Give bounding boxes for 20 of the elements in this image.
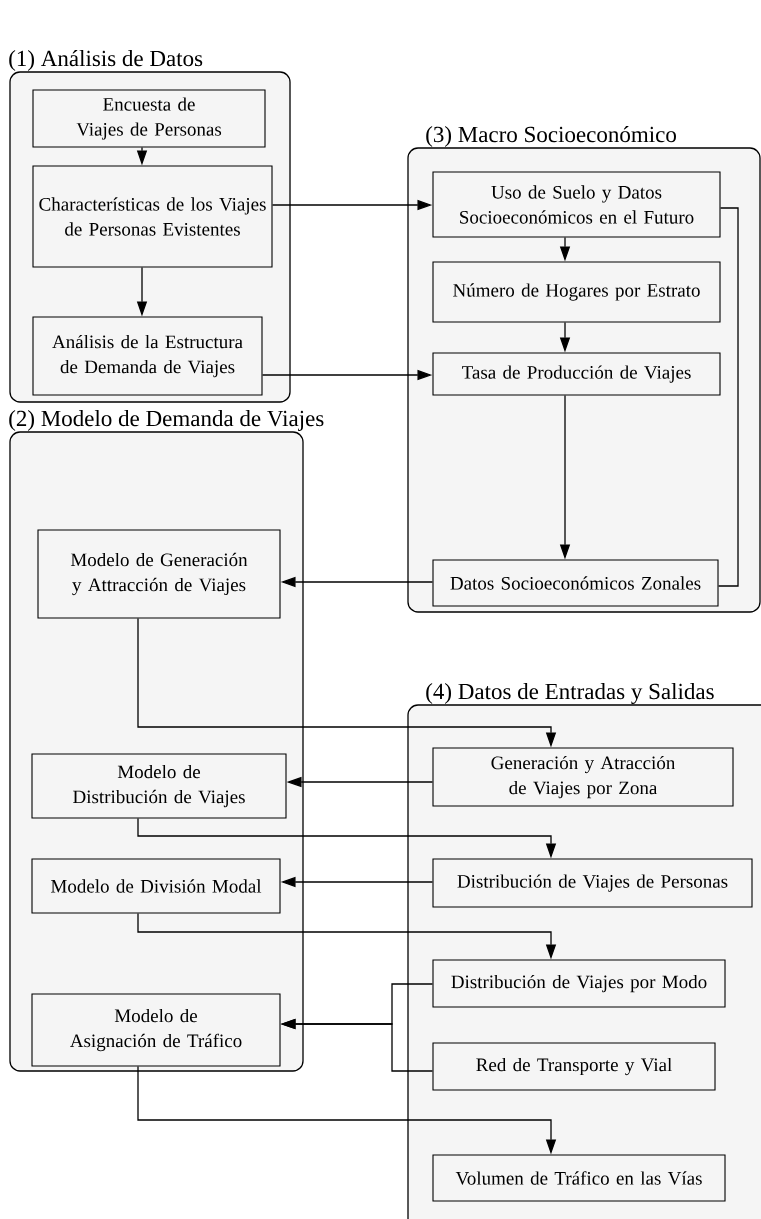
process-box: Análisis de la Estructura de Demanda de Viajes <box>32 316 263 396</box>
node-label: (3) Macro Socioeconómico <box>426 126 676 147</box>
process-box: Modelo de Distribución de Viajes <box>31 753 287 819</box>
process-box: Characterísticas de los Viajes de Personas Evistentes <box>32 165 273 268</box>
process-box: Distribución de Viajes de Personas <box>432 858 753 908</box>
process-box: Número de Hogares por Estrato <box>432 261 721 323</box>
node-label: (1) Análisis de Datos <box>9 50 203 71</box>
process-box: Distribución de Viajes por Modo <box>432 959 726 1008</box>
process-box: Encuesta de Viajes de Personas <box>32 89 266 148</box>
process-box: Red de Transporte y Vial <box>432 1042 716 1091</box>
process-box: Modelo de División Modal <box>31 858 281 914</box>
process-box: Modelo de Generación y Attracción de Viajes <box>37 529 281 619</box>
node-label: (2) Modelo de Demanda de Viajes <box>9 410 324 431</box>
process-box: Generación y Atracción de Viajes por Zona <box>432 747 734 807</box>
process-box: Modelo de Asignación de Tráfico <box>31 993 281 1067</box>
process-box: Volumen de Tráfico en las Vías <box>432 1154 726 1202</box>
process-box: Uso de Suelo y Datos Socioeconómicos en el Futuro <box>432 171 721 238</box>
process-box: Tasa de Producción de Viajes <box>432 352 721 396</box>
process-box: Datos Socioeconómicos Zonales <box>432 559 719 607</box>
node-label: (4) Datos de Entradas y Salidas <box>426 683 714 704</box>
